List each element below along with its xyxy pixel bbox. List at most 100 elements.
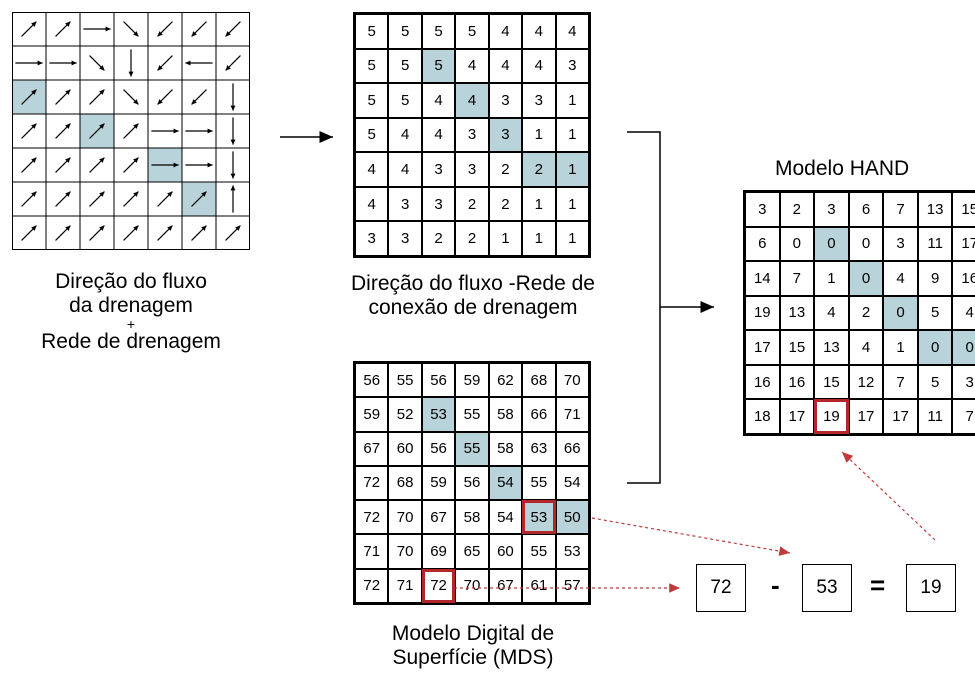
flow-direction-cell: 5 — [355, 48, 389, 84]
flow-direction-cell: 4 — [388, 152, 422, 187]
flow-direction-cell: 2 — [488, 152, 523, 187]
hand-cell: 19 — [745, 295, 780, 331]
hand-cell: 14 — [745, 261, 780, 296]
flow-direction-cell: 4 — [455, 48, 489, 84]
mds-cell: 71 — [388, 568, 422, 603]
mds-cell: 55 — [455, 397, 489, 432]
flow-arrow-head — [230, 173, 236, 179]
flow-direction-cell: 4 — [488, 14, 523, 49]
hand-cell: 6 — [745, 226, 780, 262]
flow-direction-cell: 1 — [522, 186, 556, 222]
flow-direction-cell: 1 — [488, 221, 523, 256]
flow-direction-cell: 5 — [355, 14, 389, 49]
mds-cell: 57 — [555, 568, 589, 603]
flow-arrow-head — [133, 191, 139, 197]
mds-cell: 54 — [488, 465, 523, 501]
flow-direction-cell: 3 — [388, 221, 422, 256]
flow-direction-cell: 5 — [388, 83, 422, 118]
flow-direction-cell: 5 — [455, 14, 489, 49]
flow-direction-cell: 4 — [355, 152, 389, 187]
mds-cell: 56 — [421, 431, 456, 466]
mds-cell: 67 — [355, 431, 389, 466]
hand-cell: 7 — [883, 364, 918, 400]
mds-cell: 60 — [488, 534, 523, 569]
flow-grid-caption-line-4: Rede de drenagem — [41, 330, 221, 353]
mds-cell: 55 — [388, 363, 422, 398]
flow-arrow-head — [31, 191, 37, 197]
flow-arrow-head — [65, 225, 71, 231]
hand-title: Modelo HAND — [775, 157, 910, 180]
hand-cell: 5 — [917, 295, 953, 331]
dotted-arrow-53 — [591, 517, 791, 556]
mds-cell: 56 — [421, 363, 456, 398]
mds-cell: 53 — [555, 534, 589, 569]
flow-arrow-head — [65, 89, 71, 95]
hand-cell: 0 — [952, 330, 975, 365]
mds-cell: 53 — [522, 500, 556, 535]
flow-direction-cell: 3 — [388, 186, 422, 222]
flow-direction-cell: 1 — [555, 152, 589, 187]
hand-cell: 16 — [779, 364, 815, 400]
hand-cell: 2 — [779, 192, 815, 227]
flow-arrow-head — [37, 60, 43, 66]
mds-cell: 69 — [421, 534, 456, 569]
mds-cell: 70 — [388, 500, 422, 535]
hand-cell: 0 — [848, 261, 884, 296]
equals-sign: = — [870, 570, 886, 600]
flow-direction-cell: 2 — [421, 221, 456, 256]
mds-cell: 58 — [455, 500, 489, 535]
flow-direction-cell: 1 — [555, 221, 589, 256]
mds-cell: 72 — [355, 465, 389, 501]
mds-cell: 56 — [455, 465, 489, 501]
mds-cell: 71 — [555, 397, 589, 432]
flow-direction-cell: 5 — [388, 48, 422, 84]
flow-direction-cell: 4 — [488, 48, 523, 84]
hand-cell: 0 — [814, 226, 849, 262]
mds-cell: 70 — [455, 568, 489, 603]
dotted-arrow-19-to-hand — [841, 451, 936, 541]
mds-cell: 59 — [421, 465, 456, 501]
flow-arrow-head — [201, 225, 207, 231]
hand-cell: 4 — [814, 295, 849, 331]
flow-arrow-head — [99, 225, 105, 231]
hand-cell: 17 — [779, 399, 815, 434]
mds-cell: 53 — [421, 397, 456, 432]
mds-cell: 66 — [555, 431, 589, 466]
flow-arrow-head — [31, 225, 37, 231]
bracket-connector — [627, 131, 661, 484]
hand-cell: 9 — [917, 261, 953, 296]
mds-cell: 68 — [522, 363, 556, 398]
mds-cell: 56 — [355, 363, 389, 398]
flow-arrow-head — [207, 162, 213, 168]
hand-cell: 11 — [917, 226, 953, 262]
flow-grid-caption: Direção do fluxo da drenagem + Rede de d… — [0, 270, 262, 354]
flow-arrow-head — [235, 225, 241, 231]
flow-arrow-head — [225, 65, 231, 71]
mds-cell: 65 — [455, 534, 489, 569]
mds-caption-line-1: Modelo Digital de — [391, 622, 555, 645]
mds-cell: 67 — [488, 568, 523, 603]
mds-cell: 70 — [555, 363, 589, 398]
flow-arrow-head — [157, 31, 163, 37]
mds-cell: 72 — [355, 568, 389, 603]
flow-arrow-head — [225, 31, 231, 37]
hand-cell: 0 — [883, 295, 918, 331]
flow-direction-cell: 4 — [455, 83, 489, 118]
mds-cell: 54 — [488, 500, 523, 535]
flow-arrow-head — [65, 21, 71, 27]
flow-direction-cell: 1 — [555, 186, 589, 222]
flow-arrow-head — [31, 157, 37, 163]
flow-arrow-head — [99, 123, 105, 129]
equation-box-53: 53 — [802, 564, 852, 612]
hand-cell: 7 — [779, 261, 815, 296]
mds-cell: 70 — [388, 534, 422, 569]
flow-direction-cell: 5 — [355, 83, 389, 118]
hand-cell: 17 — [883, 399, 918, 434]
flow-direction-cell: 3 — [555, 48, 589, 84]
flow-arrow-head — [99, 157, 105, 163]
flow-arrow-head — [133, 99, 139, 105]
hand-cell: 15 — [814, 364, 849, 400]
flow-arrow-head — [191, 99, 197, 105]
flow-direction-cell: 5 — [421, 14, 456, 49]
